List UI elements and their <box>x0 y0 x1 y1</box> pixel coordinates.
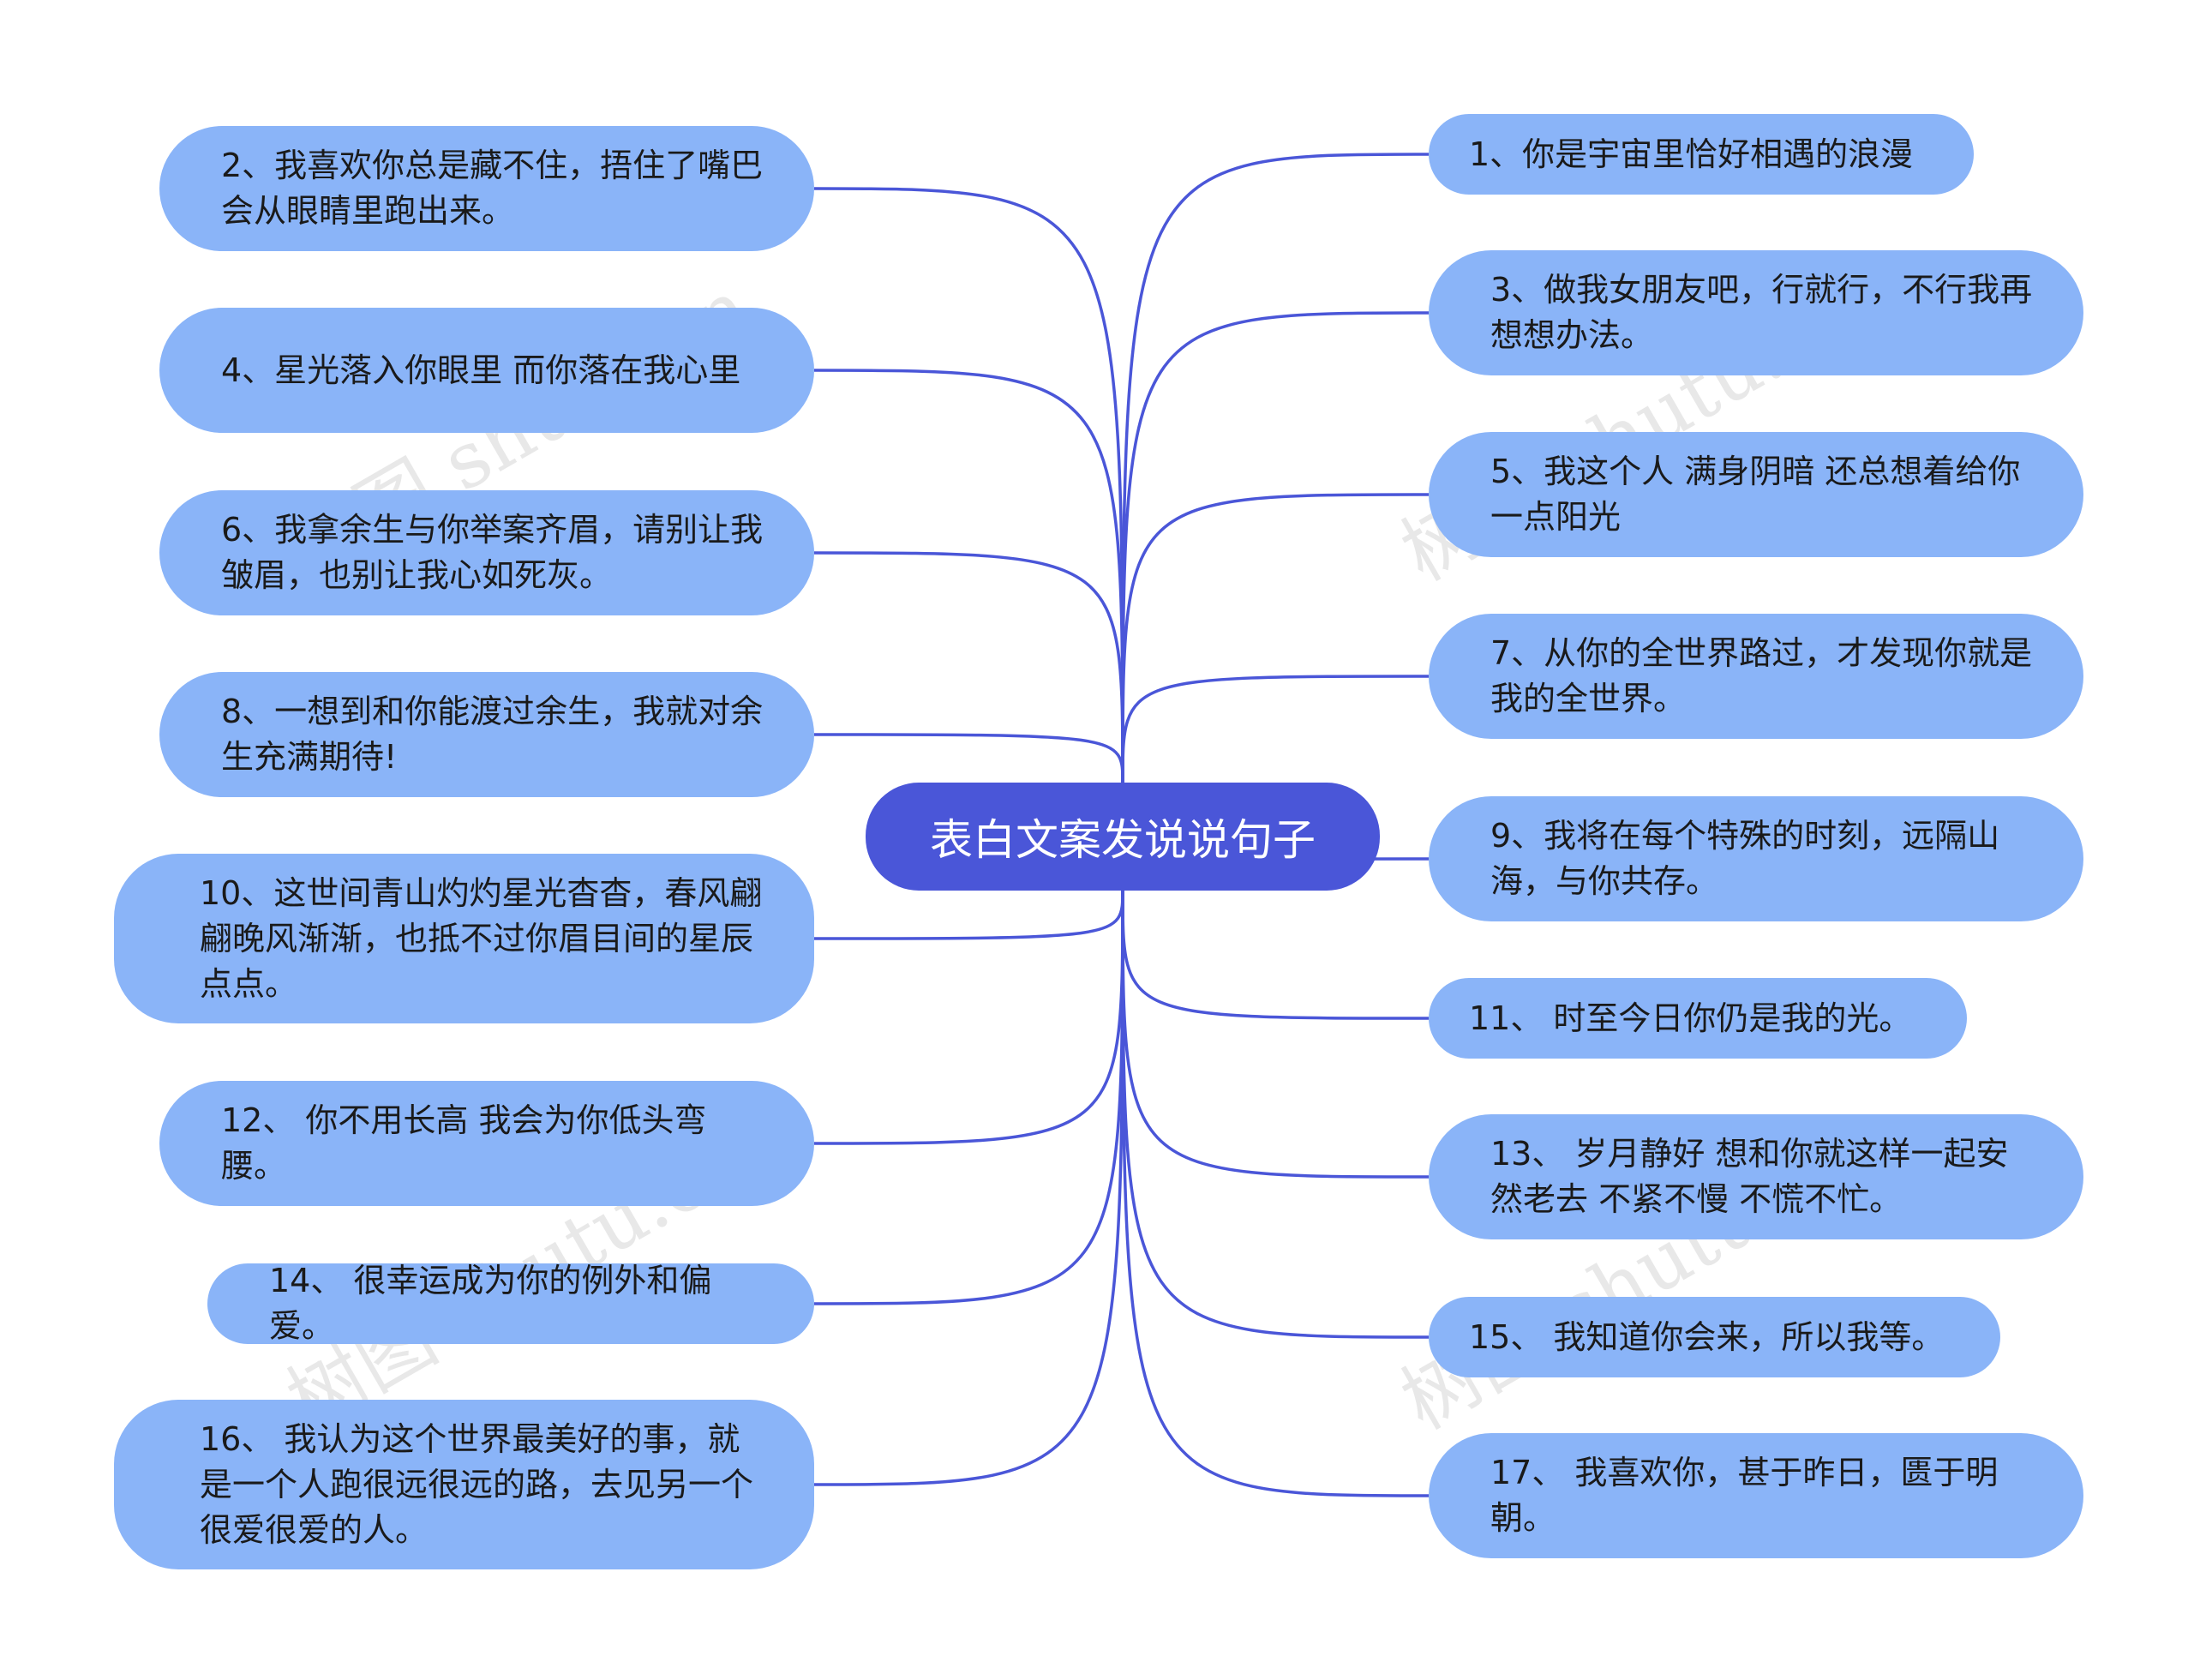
center-topic-label: 表白文案发说说句子 <box>930 815 1316 865</box>
right-node-3[interactable]: 3、做我女朋友吧，行就行，不行我再想想办法。 <box>1429 250 2083 375</box>
node-label: 11、 时至今日你仍是我的光。 <box>1469 999 1912 1037</box>
node-label: 4、星光落入你眼里 而你落在我心里 <box>221 351 741 389</box>
right-node-7[interactable]: 7、从你的全世界路过，才发现你就是我的全世界。 <box>1429 614 2083 739</box>
connector-line <box>1121 675 1430 783</box>
node-label: 2、我喜欢你总是藏不住，捂住了嘴巴会从眼睛里跑出来。 <box>221 147 764 230</box>
left-node-2[interactable]: 2、我喜欢你总是藏不住，捂住了嘴巴会从眼睛里跑出来。 <box>159 126 814 251</box>
node-label: 14、 很幸运成为你的例外和偏爱。 <box>269 1262 712 1345</box>
node-label: 3、做我女朋友吧，行就行，不行我再想想办法。 <box>1490 271 2033 354</box>
connector-line <box>813 551 1124 783</box>
right-node-15[interactable]: 15、 我知道你会来，所以我等。 <box>1429 1297 2000 1377</box>
center-topic[interactable]: 表白文案发说说句子 <box>866 783 1380 891</box>
connector-line <box>1121 493 1430 783</box>
right-node-9[interactable]: 9、我将在每个特殊的时刻，远隔山海，与你共存。 <box>1429 796 2083 921</box>
node-label: 15、 我知道你会来，所以我等。 <box>1469 1317 1945 1356</box>
right-node-5[interactable]: 5、我这个人 满身阴暗 还总想着给你一点阳光 <box>1429 432 2083 557</box>
node-label: 16、 我认为这个世界最美好的事，就是一个人跑很远很远的路，去见另一个很爱很爱的… <box>200 1419 754 1549</box>
node-label: 17、 我喜欢你，甚于昨日，匮于明朝。 <box>1490 1454 1999 1537</box>
connector-line <box>1121 890 1430 1020</box>
right-node-1[interactable]: 1、你是宇宙里恰好相遇的浪漫 <box>1429 114 1974 195</box>
left-node-8[interactable]: 8、一想到和你能渡过余生，我就对余生充满期待! <box>159 672 814 797</box>
connector-line <box>813 890 1124 940</box>
left-node-12[interactable]: 12、 你不用长高 我会为你低头弯腰。 <box>159 1081 814 1206</box>
connector-line <box>813 733 1124 783</box>
connector-line <box>813 187 1124 783</box>
connector-line <box>1121 890 1430 1339</box>
node-label: 7、从你的全世界路过，才发现你就是我的全世界。 <box>1490 634 2033 717</box>
connector-line <box>1121 311 1430 783</box>
left-node-10[interactable]: 10、这世间青山灼灼星光杳杳，春风翩翩晚风渐渐，也抵不过你眉目间的星辰点点。 <box>114 854 814 1023</box>
connector-line <box>813 890 1124 1305</box>
connector-line <box>813 890 1124 1486</box>
node-label: 6、我拿余生与你举案齐眉，请别让我皱眉，也别让我心如死灰。 <box>221 511 764 594</box>
node-label: 13、 岁月静好 想和你就这样一起安然老去 不紧不慢 不慌不忙。 <box>1490 1135 2009 1218</box>
left-node-4[interactable]: 4、星光落入你眼里 而你落在我心里 <box>159 308 814 433</box>
left-node-6[interactable]: 6、我拿余生与你举案齐眉，请别让我皱眉，也别让我心如死灰。 <box>159 490 814 615</box>
node-label: 10、这世间青山灼灼星光杳杳，春风翩翩晚风渐渐，也抵不过你眉目间的星辰点点。 <box>200 873 763 1003</box>
connector-line <box>1121 153 1430 783</box>
node-label: 9、我将在每个特殊的时刻，远隔山海，与你共存。 <box>1490 817 2000 900</box>
node-label: 5、我这个人 满身阴暗 还总想着给你一点阳光 <box>1490 453 2021 536</box>
right-node-17[interactable]: 17、 我喜欢你，甚于昨日，匮于明朝。 <box>1429 1433 2083 1558</box>
right-node-11[interactable]: 11、 时至今日你仍是我的光。 <box>1429 978 1967 1059</box>
left-node-14[interactable]: 14、 很幸运成为你的例外和偏爱。 <box>207 1262 814 1345</box>
node-label: 8、一想到和你能渡过余生，我就对余生充满期待! <box>221 693 764 776</box>
connector-line <box>813 890 1124 1145</box>
left-node-16[interactable]: 16、 我认为这个世界最美好的事，就是一个人跑很远很远的路，去见另一个很爱很爱的… <box>114 1400 814 1569</box>
connector-line <box>1121 890 1430 1497</box>
right-node-13[interactable]: 13、 岁月静好 想和你就这样一起安然老去 不紧不慢 不慌不忙。 <box>1429 1114 2083 1239</box>
node-label: 1、你是宇宙里恰好相遇的浪漫 <box>1469 135 1914 173</box>
connector-line <box>1121 890 1430 1179</box>
node-label: 12、 你不用长高 我会为你低头弯腰。 <box>221 1101 707 1185</box>
